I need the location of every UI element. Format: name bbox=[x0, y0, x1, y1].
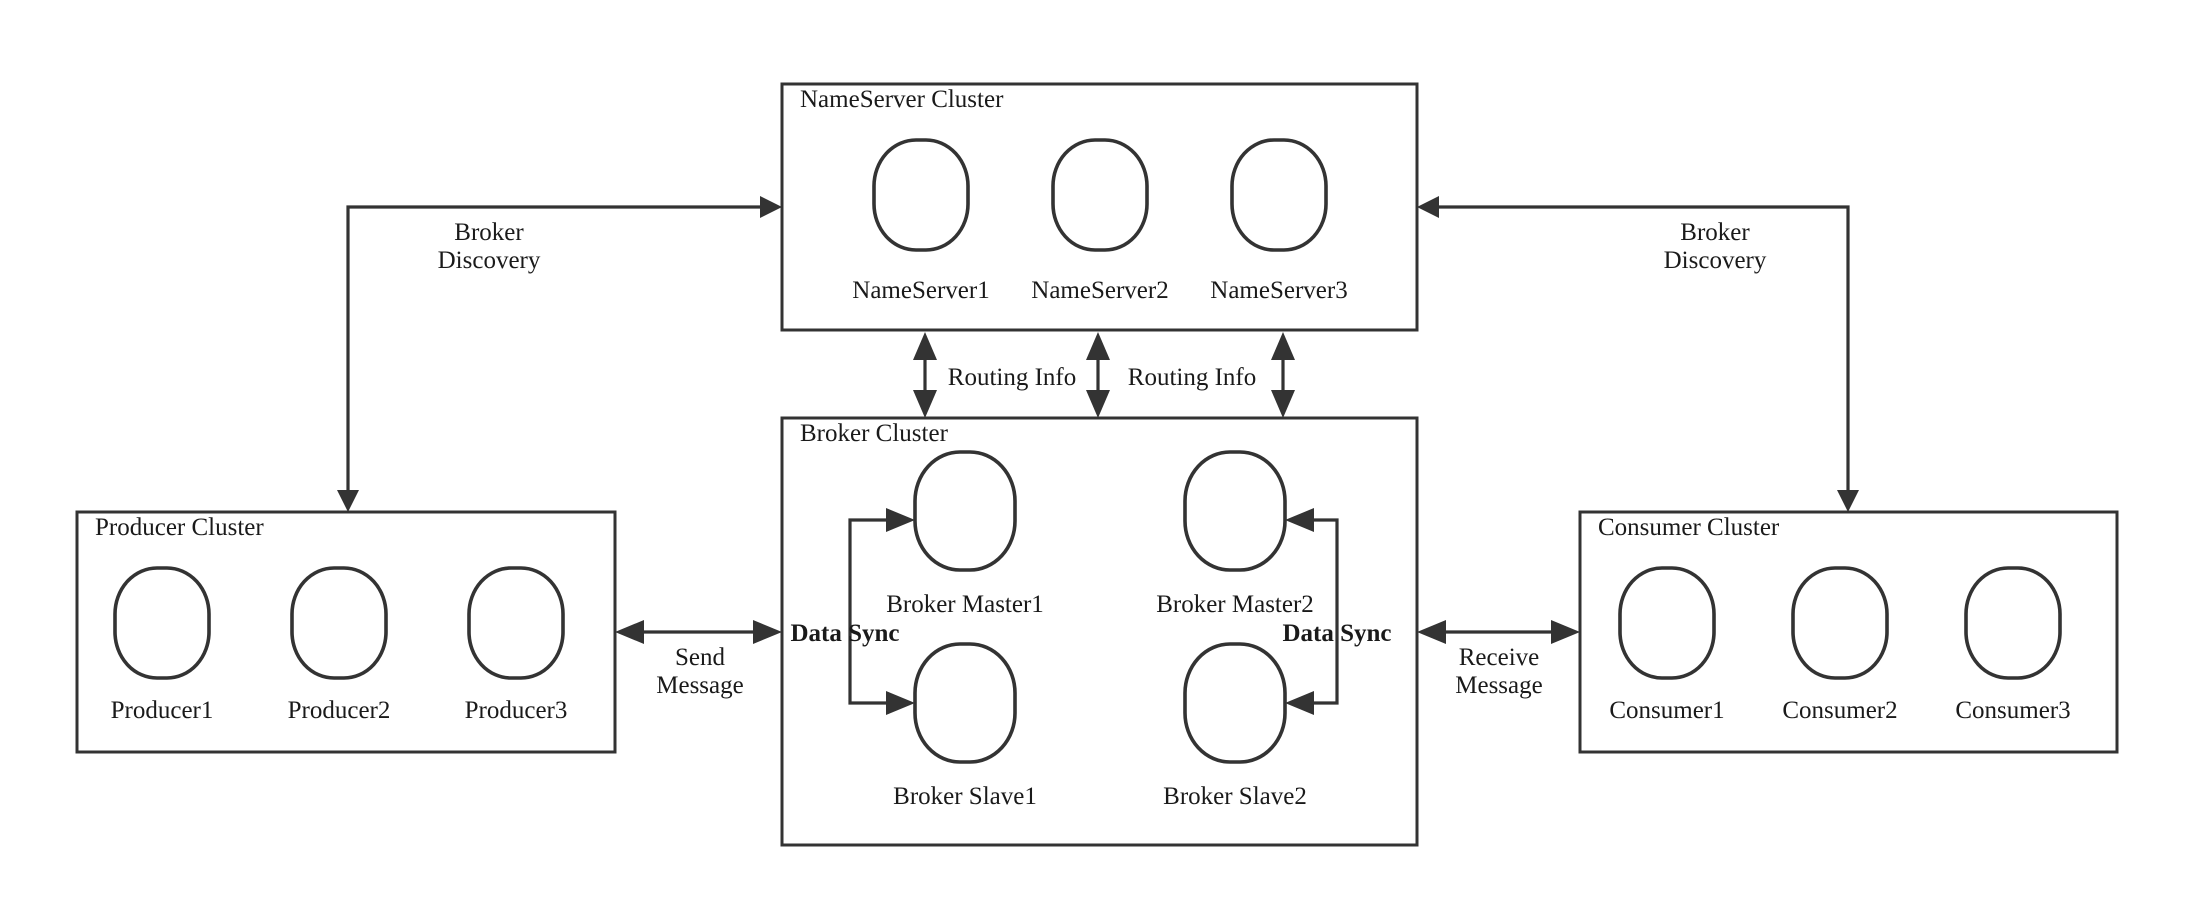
node-producer1[interactable] bbox=[113, 566, 211, 680]
edge-label-data-sync-left: Data Sync bbox=[790, 620, 899, 647]
edge-data-sync-right[interactable] bbox=[1285, 508, 1339, 715]
node-nameserver1[interactable] bbox=[872, 138, 970, 252]
edge-routing-info-arrow-1[interactable] bbox=[913, 332, 937, 418]
edge-label-send-message-line1: Send bbox=[675, 644, 726, 671]
node-label-consumer3: Consumer3 bbox=[1955, 697, 2070, 724]
node-label-nameserver1: NameServer1 bbox=[852, 277, 989, 304]
arrowhead-up-icon bbox=[1086, 332, 1110, 360]
broker-cluster-title: Broker Cluster bbox=[800, 420, 949, 447]
edge-label-receive-message-line2: Message bbox=[1455, 672, 1542, 699]
arrowhead-left-icon bbox=[1417, 620, 1446, 644]
edge-label-data-sync-right: Data Sync bbox=[1282, 620, 1391, 647]
node-nameserver3[interactable] bbox=[1230, 138, 1328, 252]
arrowhead-right-icon bbox=[1551, 620, 1580, 644]
node-consumer2[interactable] bbox=[1791, 566, 1889, 680]
arrowhead-up-icon bbox=[913, 332, 937, 360]
edge-broker-discovery-left[interactable]: Broker Discovery bbox=[337, 196, 782, 512]
node-broker-master1[interactable] bbox=[913, 450, 1017, 572]
node-nameserver2[interactable] bbox=[1051, 138, 1149, 252]
node-label-broker-master1: Broker Master1 bbox=[886, 591, 1044, 618]
node-broker-slave1[interactable] bbox=[913, 642, 1017, 764]
node-broker-slave2[interactable] bbox=[1183, 642, 1287, 764]
arrowhead-down-icon bbox=[913, 390, 937, 418]
producer-cluster-title: Producer Cluster bbox=[95, 514, 264, 541]
arrowhead-right-icon bbox=[753, 620, 782, 644]
node-label-broker-master2: Broker Master2 bbox=[1156, 591, 1314, 618]
arrowhead-down-icon bbox=[1086, 390, 1110, 418]
node-label-producer2: Producer2 bbox=[288, 697, 391, 724]
node-consumer1[interactable] bbox=[1618, 566, 1716, 680]
arrowhead-left-icon bbox=[615, 620, 644, 644]
edge-label-broker-discovery-left-line2: Discovery bbox=[438, 247, 541, 274]
arrowhead-right-icon bbox=[886, 691, 915, 715]
edge-routing-info-arrow-2[interactable] bbox=[1086, 332, 1110, 418]
edge-label-broker-discovery-right-line1: Broker bbox=[1680, 219, 1750, 246]
edge-routing-info-arrow-3[interactable] bbox=[1271, 332, 1295, 418]
arrowhead-left-icon bbox=[1285, 508, 1314, 532]
arrowhead-right-icon bbox=[760, 196, 782, 218]
node-label-broker-slave1: Broker Slave1 bbox=[893, 783, 1037, 810]
arrowhead-left-icon bbox=[1417, 196, 1439, 218]
node-label-consumer2: Consumer2 bbox=[1782, 697, 1897, 724]
broker-cluster-box[interactable] bbox=[780, 416, 1419, 847]
edge-label-routing-info-left: Routing Info bbox=[948, 364, 1076, 391]
node-label-broker-slave2: Broker Slave2 bbox=[1163, 783, 1307, 810]
edge-label-broker-discovery-left-line1: Broker bbox=[454, 219, 524, 246]
edge-broker-discovery-right[interactable]: Broker Discovery bbox=[1417, 196, 1859, 512]
edge-send-message[interactable]: Send Message bbox=[615, 620, 782, 699]
node-label-producer3: Producer3 bbox=[465, 697, 568, 724]
node-producer3[interactable] bbox=[467, 566, 565, 680]
node-label-consumer1: Consumer1 bbox=[1609, 697, 1724, 724]
node-broker-master2[interactable] bbox=[1183, 450, 1287, 572]
node-label-producer1: Producer1 bbox=[111, 697, 214, 724]
edge-data-sync-left[interactable] bbox=[848, 508, 915, 715]
node-consumer3[interactable] bbox=[1964, 566, 2062, 680]
arrowhead-down-icon bbox=[1837, 490, 1859, 512]
arrowhead-down-icon bbox=[337, 490, 359, 512]
edge-receive-message[interactable]: Receive Message bbox=[1417, 620, 1580, 699]
consumer-cluster-title: Consumer Cluster bbox=[1598, 514, 1780, 541]
node-label-nameserver2: NameServer2 bbox=[1031, 277, 1168, 304]
arrowhead-left-icon bbox=[1285, 691, 1314, 715]
arrowhead-up-icon bbox=[1271, 332, 1295, 360]
edge-label-routing-info-right: Routing Info bbox=[1128, 364, 1256, 391]
nameserver-cluster-title: NameServer Cluster bbox=[800, 86, 1004, 113]
node-producer2[interactable] bbox=[290, 566, 388, 680]
edge-label-receive-message-line1: Receive bbox=[1459, 644, 1540, 671]
edge-label-send-message-line2: Message bbox=[656, 672, 743, 699]
edge-label-broker-discovery-right-line2: Discovery bbox=[1664, 247, 1767, 274]
arrowhead-down-icon bbox=[1271, 390, 1295, 418]
node-label-nameserver3: NameServer3 bbox=[1210, 277, 1347, 304]
arrowhead-right-icon bbox=[886, 508, 915, 532]
